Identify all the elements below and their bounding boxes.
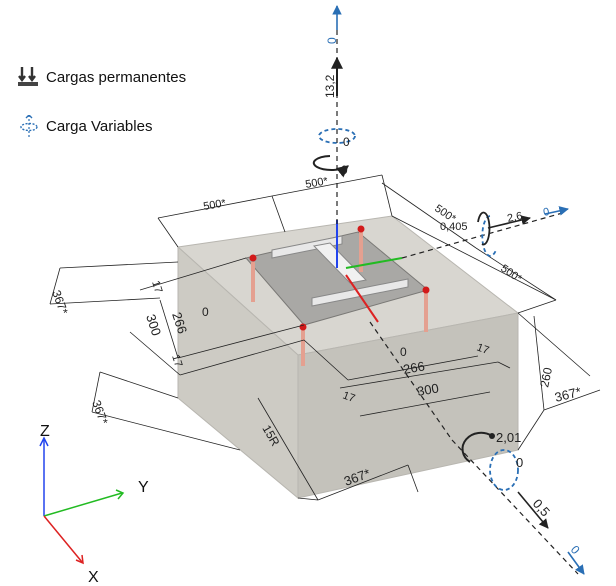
x-axis-label: X bbox=[88, 569, 99, 586]
legend-variable: Carga Variables bbox=[18, 115, 152, 137]
dim-top-left: 500* bbox=[202, 197, 227, 213]
anchor-bolt bbox=[251, 262, 255, 302]
steel-column bbox=[271, 235, 409, 307]
column-web bbox=[312, 242, 368, 284]
local-y-axis bbox=[345, 257, 403, 269]
dashed-moment-icon bbox=[20, 115, 38, 137]
z-variable-moment-icon bbox=[318, 128, 356, 144]
dim-bottom-right: 367* bbox=[553, 384, 583, 405]
y-axis-label: Y bbox=[138, 479, 149, 496]
anchor-bolts bbox=[249, 225, 430, 366]
x-perm-value: 0,5 bbox=[530, 496, 553, 519]
x-variable-moment-icon bbox=[489, 449, 519, 491]
dim-cover-a: 17 bbox=[149, 279, 164, 294]
legend-variable-label: Carga Variables bbox=[46, 117, 153, 135]
dim-pedestal-300-front: 300 bbox=[416, 380, 440, 399]
y-permanent-arrow bbox=[487, 215, 531, 229]
x-permanent-arrow bbox=[517, 491, 549, 529]
dim-pedestal-266-left: 266 bbox=[169, 310, 190, 335]
anchor-nut bbox=[249, 254, 257, 262]
double-down-arrow-icon bbox=[18, 67, 38, 86]
anchor-bolt bbox=[359, 232, 363, 272]
y-moment-value: 0,405 bbox=[440, 221, 468, 233]
x-moment-marker bbox=[489, 433, 495, 439]
dim-pedestal-266-front: 266 bbox=[402, 358, 426, 377]
dim-cover-c: 17 bbox=[341, 390, 357, 405]
x-moment-perm-value: 2,01 bbox=[496, 430, 521, 445]
anchor-nut bbox=[422, 286, 430, 294]
dim-cover-b: 17 bbox=[169, 353, 184, 368]
load-labels: 0 13,2 0 0 0,405 2,6 0 2,01 0 0,5 0 bbox=[323, 37, 583, 557]
y-variable-arrow bbox=[544, 206, 569, 216]
anchor-nut bbox=[299, 323, 307, 331]
z-moment-var-value: 0 bbox=[343, 135, 350, 149]
vertical-load-axis-low bbox=[369, 321, 453, 441]
anchor-bolt bbox=[301, 330, 305, 366]
x-moment-var-value: 0 bbox=[516, 455, 523, 470]
dimension-lines bbox=[49, 174, 601, 501]
x-variable-arrow bbox=[567, 551, 585, 575]
dim-height-right: 260 bbox=[537, 366, 555, 389]
column-flange bbox=[271, 235, 343, 259]
x-permanent-moment-icon bbox=[461, 431, 493, 463]
dim-offset-a: 0 bbox=[202, 305, 209, 319]
y-moment-perm-icon bbox=[477, 211, 491, 246]
x-load-axis bbox=[451, 439, 579, 575]
z-perm-value: 13,2 bbox=[323, 74, 337, 98]
dim-cover-d: 17 bbox=[475, 342, 491, 357]
y-var-value: 0 bbox=[542, 206, 550, 219]
z-permanent-moment-icon bbox=[312, 155, 349, 178]
local-x-axis bbox=[345, 274, 379, 323]
z-var-value: 0 bbox=[325, 37, 339, 44]
dim-offset-b: 0 bbox=[400, 345, 407, 359]
y-perm-value: 2,6 bbox=[506, 210, 523, 225]
dim-top-mid: 500* bbox=[304, 175, 329, 191]
z-axis-label: Z bbox=[40, 423, 50, 440]
column-flange bbox=[311, 278, 409, 307]
axis-triad: Z Y X bbox=[39, 423, 149, 586]
y-axis bbox=[43, 492, 123, 517]
dim-left-top: 367* bbox=[49, 288, 71, 316]
anchor-nut bbox=[357, 225, 365, 233]
anchor-bolt bbox=[424, 292, 428, 332]
x-axis bbox=[43, 515, 83, 563]
legend-permanent-label: Cargas permanentes bbox=[46, 68, 187, 86]
y-load-axis bbox=[401, 211, 567, 259]
dim-pedestal-300-left: 300 bbox=[143, 312, 164, 337]
legend-permanent: Cargas permanentes bbox=[18, 66, 186, 88]
z-moment-perm-value: 0 bbox=[341, 163, 348, 177]
